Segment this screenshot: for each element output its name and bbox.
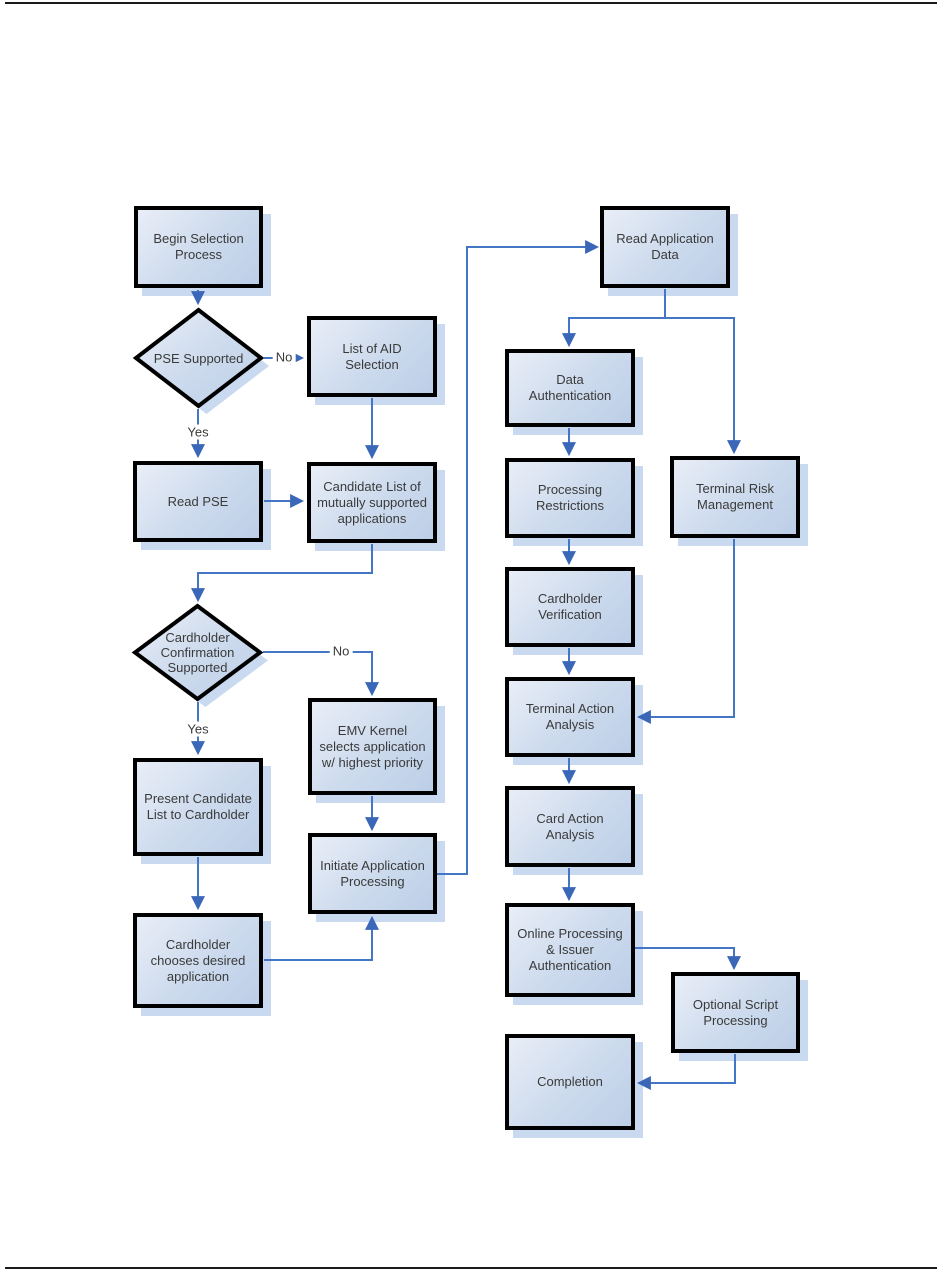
node-processing-restrictions: Processing Restrictions [505,458,635,538]
node-pse-supported-decision: PSE Supported [132,307,269,414]
decision-diamond-shape [131,603,268,707]
edge-online-to-optional-script [635,947,741,971]
edge-label-confirmation-no: No [329,643,353,659]
node-terminal-risk-management: Terminal Risk Management [670,456,800,538]
edge-label-confirmation-yes: Yes [184,721,212,737]
node-list-of-aid-selection: List of AID Selection [307,316,437,397]
page-top-rule [5,2,937,4]
edge-chooses-to-initiate [264,915,379,961]
node-optional-script-processing: Optional Script Processing [671,972,800,1053]
node-initiate-application-processing: Initiate Application Processing [308,833,437,914]
edge-confirmation-no-to-emv-kernel [263,651,379,697]
edge-terminal-risk-to-terminal-action [636,539,735,724]
page-bottom-rule [5,1267,937,1269]
edge-initiate-to-read-app-data [437,240,600,875]
node-card-action-analysis: Card Action Analysis [505,786,635,867]
node-label: Cardholder Confirmation Supported [160,630,235,675]
decision-diamond-shape [132,307,269,414]
node-online-processing-issuer-auth: Online Processing & Issuer Authenticatio… [505,903,635,997]
node-present-candidate-list: Present Candidate List to Cardholder [133,758,263,856]
edge-read-app-data-to-terminal-risk [665,317,741,455]
node-emv-kernel-selects: EMV Kernel selects application w/ highes… [308,698,437,795]
node-candidate-list: Candidate List of mutually supported app… [307,462,437,543]
node-cardholder-chooses-application: Cardholder chooses desired application [133,913,263,1008]
node-label: PSE Supported [153,350,244,366]
node-terminal-action-analysis: Terminal Action Analysis [505,677,635,757]
edge-read-app-data-to-data-auth [562,289,666,348]
node-completion: Completion [505,1034,635,1130]
edge-label-pse-yes: Yes [184,424,212,440]
node-read-pse: Read PSE [133,461,263,542]
edge-label-pse-no: No [272,349,296,365]
node-cardholder-confirmation-decision: Cardholder Confirmation Supported [131,603,268,707]
node-data-authentication: Data Authentication [505,349,635,427]
node-cardholder-verification: Cardholder Verification [505,567,635,647]
edge-candidate-to-confirmation [191,544,373,603]
node-read-application-data: Read Application Data [600,206,730,288]
edge-optional-script-to-completion [636,1054,736,1090]
node-begin-selection-process: Begin Selection Process [134,206,263,288]
